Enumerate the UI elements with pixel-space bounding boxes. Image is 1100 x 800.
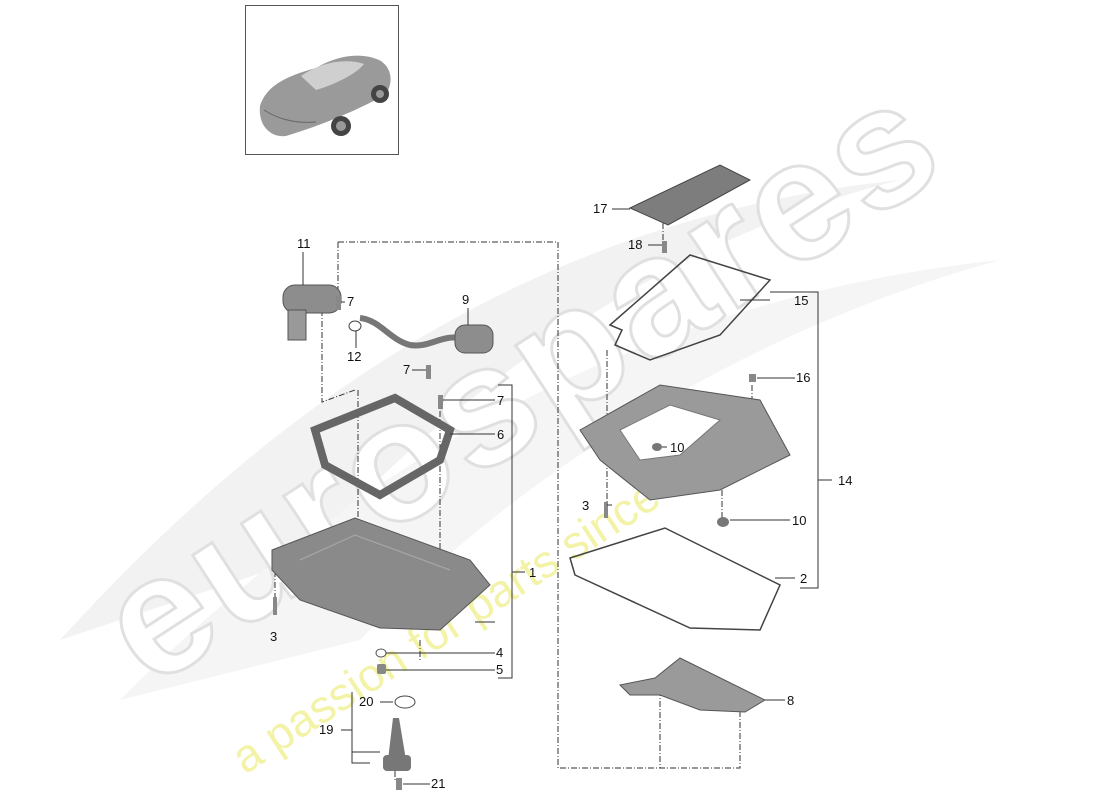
part-oil-pan-lower[interactable] bbox=[271, 517, 491, 631]
part-bolt[interactable] bbox=[336, 296, 341, 310]
callout-10a[interactable]: 10 bbox=[670, 440, 685, 455]
callout-15[interactable]: 15 bbox=[794, 293, 809, 308]
callout-7a[interactable]: 7 bbox=[347, 294, 355, 309]
callout-9[interactable]: 9 bbox=[462, 292, 470, 307]
part-windage-tray[interactable] bbox=[628, 164, 752, 226]
part-bolt[interactable] bbox=[438, 395, 443, 409]
callout-12[interactable]: 12 bbox=[347, 349, 362, 364]
vehicle-thumbnail bbox=[245, 5, 399, 155]
callout-20[interactable]: 20 bbox=[359, 694, 374, 709]
part-oil-level-sensor[interactable] bbox=[383, 718, 411, 771]
part-plug[interactable] bbox=[749, 374, 756, 382]
callout-7c[interactable]: 7 bbox=[497, 393, 505, 408]
callout-8[interactable]: 8 bbox=[787, 693, 795, 708]
callout-17[interactable]: 17 bbox=[593, 201, 608, 216]
callout-1[interactable]: 1 bbox=[529, 565, 537, 580]
part-sensor-bolt[interactable] bbox=[396, 778, 402, 790]
callout-7b[interactable]: 7 bbox=[403, 362, 411, 377]
part-o-ring-sensor[interactable] bbox=[394, 695, 416, 709]
part-o-ring[interactable] bbox=[348, 320, 362, 332]
callout-6[interactable]: 6 bbox=[497, 427, 505, 442]
part-oil-pan-upper-assembly[interactable] bbox=[579, 384, 791, 501]
callout-2[interactable]: 2 bbox=[800, 571, 808, 586]
part-oil-cooler[interactable] bbox=[282, 284, 342, 341]
part-tray-bolt[interactable] bbox=[662, 241, 667, 253]
car-icon bbox=[259, 55, 391, 137]
part-bolt[interactable] bbox=[426, 365, 431, 379]
part-seal-ring[interactable] bbox=[375, 648, 387, 658]
part-screw[interactable] bbox=[604, 502, 608, 518]
callout-19[interactable]: 19 bbox=[319, 722, 334, 737]
part-screw[interactable] bbox=[273, 597, 277, 615]
part-upper-gasket[interactable] bbox=[608, 254, 772, 361]
part-baffle-frame[interactable] bbox=[310, 393, 455, 500]
callout-11[interactable]: 11 bbox=[297, 236, 311, 251]
callout-16[interactable]: 16 bbox=[796, 370, 811, 385]
callout-18[interactable]: 18 bbox=[628, 237, 643, 252]
callout-10b[interactable]: 10 bbox=[792, 513, 807, 528]
part-seal[interactable] bbox=[717, 517, 729, 527]
callout-3b[interactable]: 3 bbox=[582, 498, 590, 513]
callout-14[interactable]: 14 bbox=[838, 473, 853, 488]
part-lower-gasket[interactable] bbox=[569, 527, 781, 631]
callout-4[interactable]: 4 bbox=[496, 645, 504, 660]
part-drain-plug[interactable] bbox=[377, 664, 386, 674]
part-seal[interactable] bbox=[652, 443, 662, 451]
callout-3a[interactable]: 3 bbox=[270, 629, 278, 644]
part-cover-plate[interactable] bbox=[618, 657, 767, 713]
callout-21[interactable]: 21 bbox=[431, 776, 446, 791]
part-oil-line[interactable] bbox=[359, 315, 494, 354]
callout-5[interactable]: 5 bbox=[496, 662, 504, 677]
